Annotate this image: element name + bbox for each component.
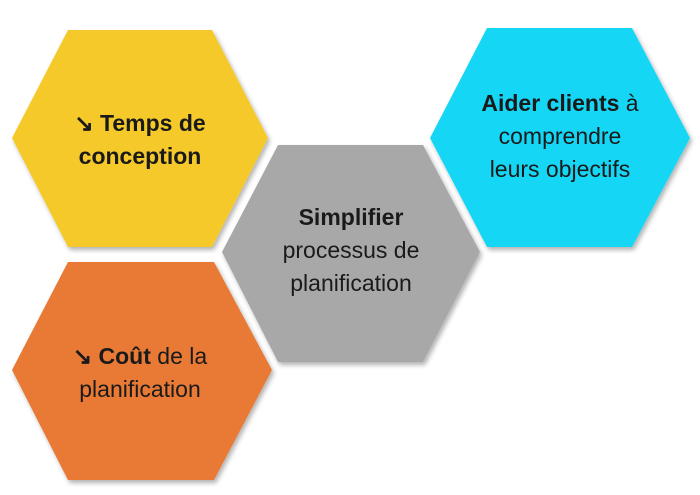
temps-label: Temps de [100,110,206,136]
simplifier-label: Simplifier [298,203,404,230]
simplifier-line3: planification [290,269,412,296]
hexagon-aider [430,28,690,247]
aider-line3: leurs objectifs [489,155,631,182]
cout-line2: planification [79,376,201,402]
aider-text: Aider clients à comprendre leurs objecti… [450,86,670,186]
cout-text: ↘ Coût de la planification [40,333,240,413]
conception-label: conception [78,143,202,169]
down-right-arrow-icon: ↘ [72,343,93,369]
aider-line2: comprendre [498,122,622,149]
aider-label: Aider clients [481,89,620,116]
cout-rest: de la [150,343,208,369]
hexagon-temps [12,30,268,247]
cout-label: Coût [98,343,151,369]
temps-text: ↘ Temps de conception [40,100,240,180]
simplifier-line2: processus de [282,236,420,263]
hexagon-simplifier [222,145,480,362]
down-right-arrow-icon: ↘ [74,110,94,136]
hexagon-cout [12,262,272,480]
aider-rest: à [619,89,639,116]
simplifier-text: Simplifier processus de planification [241,200,461,300]
